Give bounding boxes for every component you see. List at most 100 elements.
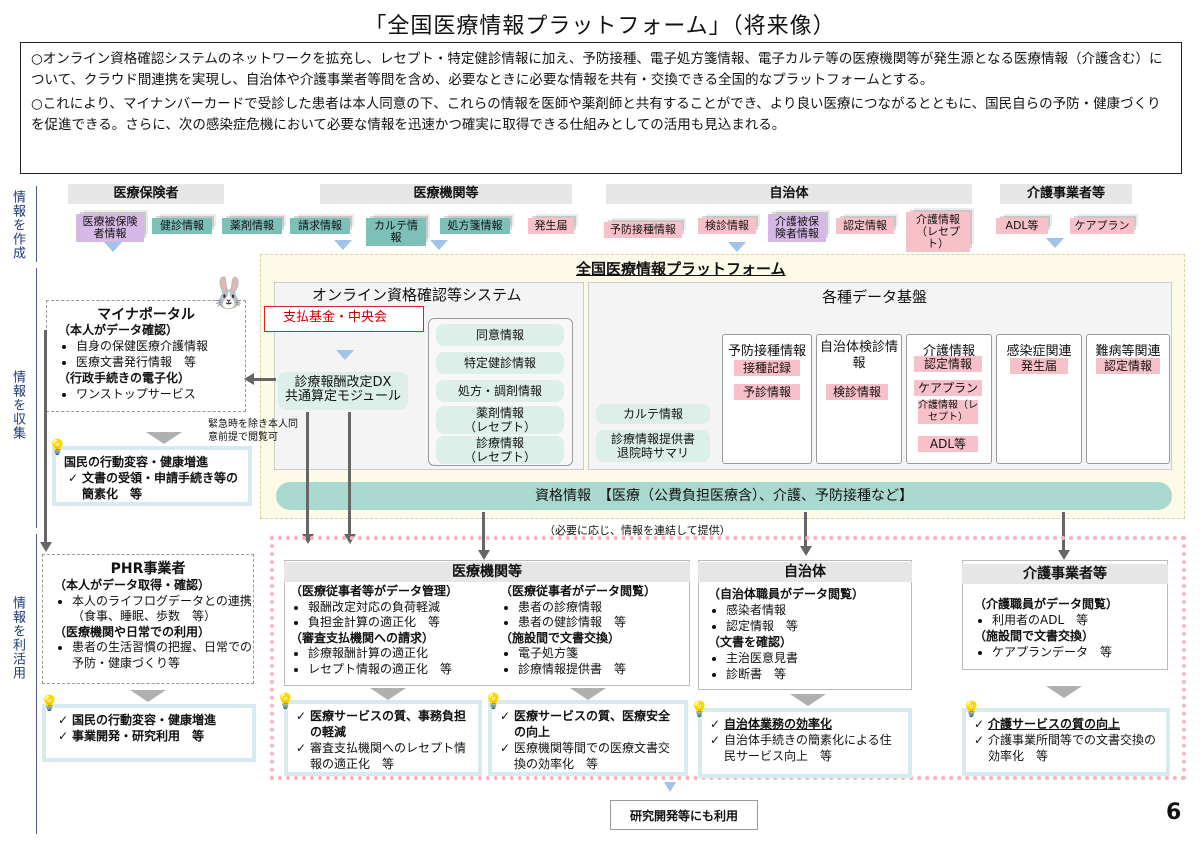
lightbulb-icon: 💡	[690, 700, 709, 718]
medical-effect-left-panel: 医療サービスの質、事務負担の軽減審査支払機関へのレセプト情報の適正化 等	[284, 700, 482, 776]
source-insurer-header: 医療保険者	[68, 184, 224, 204]
db-col-care-title: 介護情報	[922, 344, 975, 359]
tag-drug-info: 薬剤情報	[222, 218, 282, 234]
care-use-body: （介護職員がデータ閲覧） 利用者のADL 等 （施設間で文書交換） ケアプランデ…	[974, 596, 1164, 660]
medical-left-item: 診療報酬計算の適正化	[308, 646, 490, 662]
medical-left-h2: （審査支払機関への請求）	[290, 630, 435, 645]
lightbulb-icon: 💡	[48, 438, 67, 456]
arrow-down-icon	[130, 690, 166, 702]
muni-item: 感染者情報	[726, 602, 908, 618]
arrow-line	[44, 330, 47, 546]
arrow-down-icon	[790, 694, 826, 706]
db-col-infection-title: 感染症関連	[1006, 344, 1072, 359]
mynaportal-h1: （本人がデータ確認）	[58, 323, 179, 337]
db-consent: 同意情報	[436, 324, 564, 346]
arrow-left-icon	[244, 373, 254, 385]
arrow-down-icon	[570, 688, 606, 700]
db-vaccination-record: 接種記録	[734, 360, 800, 376]
muni-item: 診断書 等	[726, 666, 908, 682]
arrow-down-icon	[370, 688, 406, 700]
tag-outbreak-report: 発生届	[528, 218, 574, 234]
arrow-line	[348, 412, 351, 536]
source-municipality-header: 自治体	[606, 184, 972, 204]
db-treatment-receipt: 診療情報 （レセプト）	[436, 436, 564, 464]
care-item: 利用者のADL 等	[992, 612, 1164, 628]
medical-left-h1: （医療従事者等がデータ管理）	[290, 584, 459, 598]
online-system-title: オンライン資格確認等システム	[312, 286, 522, 304]
muni-item: 認定情報 等	[726, 618, 908, 634]
mynaportal-body: （本人がデータ確認） 自身の保健医療介護情報医療文書発行情報 等 （行政手続きの…	[58, 322, 242, 402]
muni-use-body: （自治体職員がデータ閲覧） 感染者情報認定情報 等 （文書を確認） 主治医意見書…	[708, 586, 908, 682]
platform-title: 全国医療情報プラットフォーム	[576, 260, 786, 278]
db-karte: カルテ情報	[596, 404, 710, 424]
tag-adl: ADL等	[996, 218, 1048, 234]
muni-effect-1: 自治体業務の効率化	[710, 716, 900, 732]
mynaportal-title: マイナポータル	[97, 307, 195, 323]
db-outbreak-report: 発生届	[1010, 358, 1068, 374]
phr-title: PHR事業者	[110, 561, 186, 577]
mynaportal-effect-1: 国民の行動変容・健康増進	[64, 455, 209, 469]
muni-effect-panel: 自治体業務の効率化自治体手続きの簡素化による住民サービス向上 等	[698, 708, 912, 778]
lightbulb-icon: 💡	[40, 694, 59, 712]
intro-box: ○オンライン資格確認システムのネットワークを拡充し、レセプト・特定健診情報に加え…	[20, 42, 1182, 174]
side-bracket-use	[36, 534, 37, 834]
db-care-adl: ADL等	[918, 436, 978, 452]
tag-vaccination-info: 予防接種情報	[604, 222, 682, 238]
db-specific-checkup: 特定健診情報	[436, 352, 564, 374]
lightbulb-icon: 💡	[962, 700, 981, 718]
db-col-infection	[996, 334, 1082, 464]
mynaportal-effect-panel: 国民の行動変容・健康増進 文書の受領・申請手続き等の簡素化 等	[52, 446, 252, 506]
medical-effect-right-1: 医療サービスの質、医療安全の向上	[500, 708, 676, 740]
db-care-receipt: 介護情報（レセプト）	[918, 400, 978, 424]
arrow-down-icon	[334, 240, 352, 250]
arrow-down-icon	[146, 432, 182, 444]
tag-billing-info: 請求情報	[290, 218, 350, 234]
arrow-line	[482, 512, 485, 552]
emergency-note: 緊急時を除き本人同意前提で閲覧可	[208, 419, 298, 443]
tag-checkup-info: 健診情報	[152, 218, 212, 234]
db-referral-summary: 診療情報提供書 退院時サマリ	[596, 430, 710, 462]
db-col-rare-disease-title: 難病等関連	[1095, 344, 1161, 359]
phr-effect-panel: 国民の行動変容・健康増進事業開発・研究利用 等	[42, 704, 256, 762]
arrow-down-icon	[104, 242, 122, 252]
medical-effect-right-panel: 医療サービスの質、医療安全の向上医療機関等間での医療文書交換の効率化 等	[488, 700, 688, 776]
qualification-band: 資格情報 【医療（公費負担医療含）、介護、予防接種など】	[276, 482, 1172, 510]
phr-effect-1: 国民の行動変容・健康増進	[58, 712, 244, 728]
arrow-down-icon	[40, 542, 52, 552]
muni-h1: （自治体職員がデータ閲覧）	[708, 587, 865, 601]
source-care-header: 介護事業者等	[1000, 184, 1132, 204]
tag-certification-info: 認定情報	[836, 218, 894, 234]
mynaportal-h2: （行政手続きの電子化）	[58, 371, 191, 385]
care-effect-2: 介護事業所間等での文書交換の効率化 等	[974, 732, 1158, 764]
db-pre-exam-info: 予診情報	[734, 384, 800, 400]
arrow-down-icon	[1046, 686, 1082, 698]
arrow-left-line	[252, 378, 276, 381]
arrow-line	[306, 412, 309, 536]
arrow-down-icon	[800, 546, 812, 556]
side-bracket-collect	[36, 268, 37, 528]
db-care-certification: 認定情報	[914, 356, 982, 372]
phr-body: （本人がデータ取得・確認） 本人のライフログデータとの連携（食事、睡眠、歩数 等…	[54, 578, 252, 671]
phr-item: 患者の生活習慣の把握、日常での予防・健康づくり等	[72, 640, 252, 671]
db-col-screening-title: 自治体検診情報	[819, 340, 898, 371]
fund-box: 支払基金・中央会	[264, 306, 424, 332]
intro-paragraph-2: ○これにより、マイナンバーカードで受診した患者は本人同意の下、これらの情報を医師…	[31, 96, 1161, 133]
care-effect-panel: 介護サービスの質の向上介護事業所間等での文書交換の効率化 等	[962, 708, 1170, 776]
medical-right-item: 電子処方箋	[518, 646, 688, 662]
arrow-line	[1062, 512, 1065, 552]
muni-item: 主治医意見書	[726, 650, 908, 666]
arrow-down-icon	[336, 350, 354, 360]
db-col-rare-disease	[1086, 334, 1170, 464]
intro-paragraph-1: ○オンライン資格確認システムのネットワークを拡充し、レセプト・特定健診情報に加え…	[31, 51, 1163, 88]
tag-screening-info: 検診情報	[698, 218, 756, 234]
medical-left-item: 負担金計算の適正化 等	[308, 615, 490, 631]
medical-use-left: （医療従事者等がデータ管理） 報酬改定対応の負荷軽減負担金計算の適正化 等 （審…	[290, 584, 490, 677]
care-h1: （介護職員がデータ閲覧）	[974, 597, 1119, 611]
arrow-down-icon	[664, 782, 676, 792]
medical-right-item: 診療情報提供書 等	[518, 662, 688, 678]
tag-insured-info: 医療被保険者情報	[76, 214, 144, 242]
medical-right-item: 患者の健診情報 等	[518, 615, 688, 631]
care-h2: （施設間で文書交換）	[974, 629, 1095, 643]
side-label-create: 情報を作成	[10, 190, 25, 260]
mynaportal-item: 自身の保健医療介護情報	[76, 338, 242, 354]
